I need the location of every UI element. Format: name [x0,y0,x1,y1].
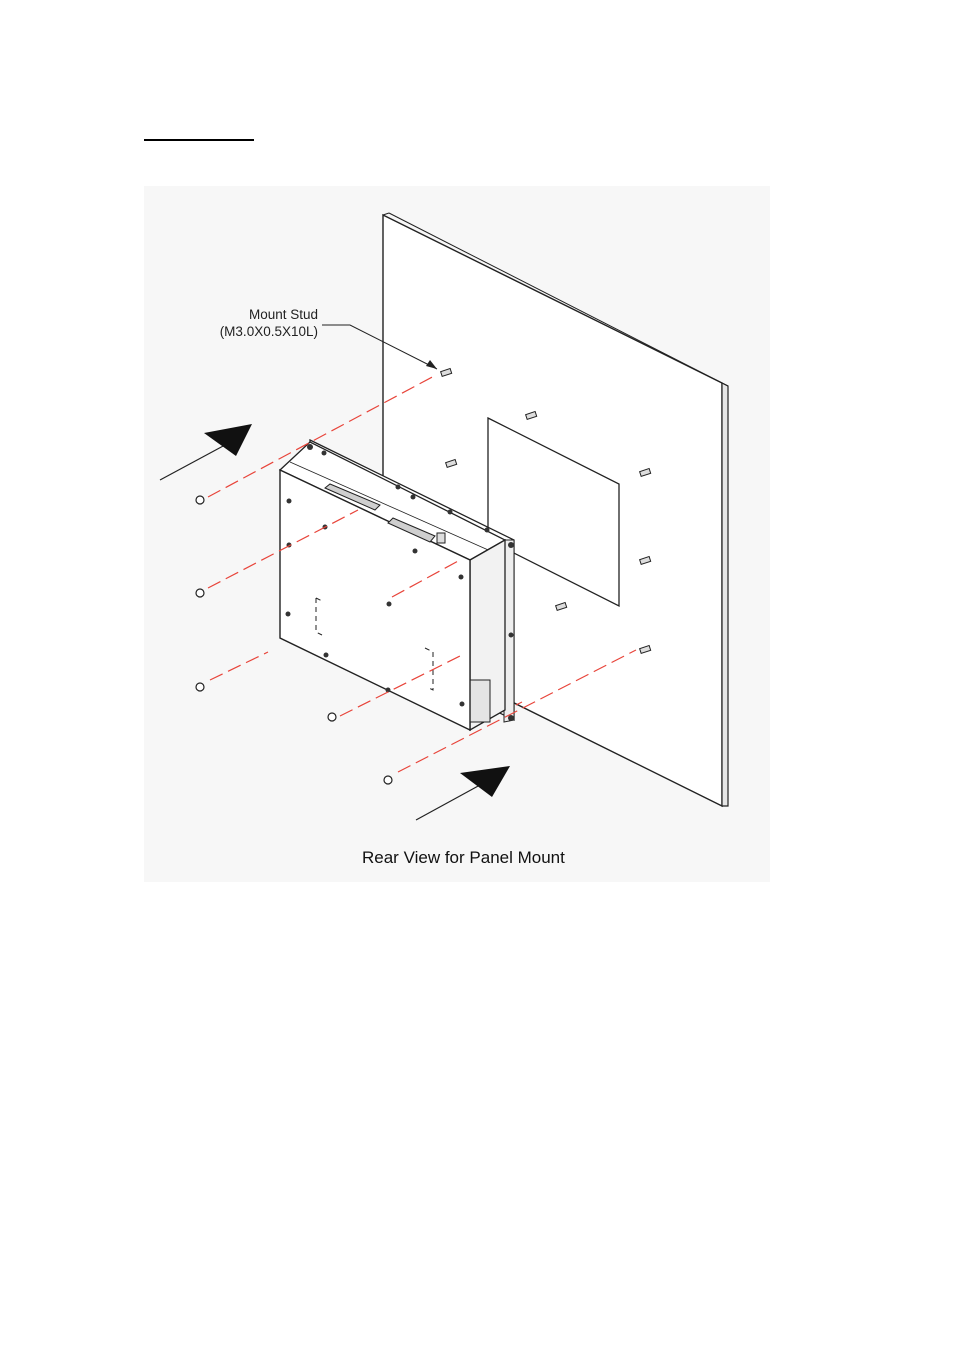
figure-caption: Rear View for Panel Mount [362,848,565,868]
mount-stud-label: Mount Stud (M3.0X0.5X10L) [196,306,318,340]
direction-arrow-lower [416,766,510,820]
mount-stud-spec: (M3.0X0.5X10L) [196,323,318,340]
mount-stud-name: Mount Stud [196,306,318,323]
direction-arrow-upper [160,424,252,480]
